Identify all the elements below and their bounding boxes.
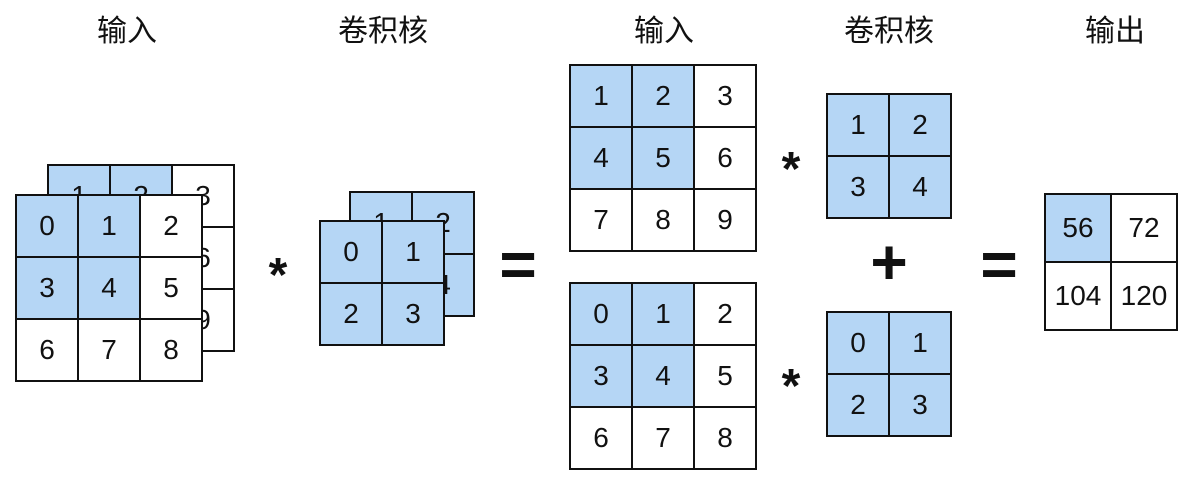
matrix-cell: 0 bbox=[828, 313, 888, 373]
matrix-cell: 1 bbox=[633, 284, 693, 344]
matrix-cell: 0 bbox=[321, 222, 381, 282]
matrix-cell: 1 bbox=[571, 66, 631, 126]
matrix-cell: 104 bbox=[1046, 263, 1110, 329]
matrix-cell: 7 bbox=[571, 190, 631, 250]
multiply-operator-top: * bbox=[781, 143, 801, 196]
matrix-cell: 2 bbox=[633, 66, 693, 126]
matrix-cell: 1 bbox=[383, 222, 443, 282]
matrix-cell: 2 bbox=[321, 284, 381, 344]
matrix-cell: 5 bbox=[141, 258, 201, 318]
matrix-cell: 4 bbox=[571, 128, 631, 188]
matrix-cell: 6 bbox=[695, 128, 755, 188]
label-output: 输出 bbox=[1085, 14, 1145, 49]
label-input-left: 输入 bbox=[97, 14, 157, 49]
matrix-cell: 56 bbox=[1046, 195, 1110, 261]
matrix-cell: 4 bbox=[633, 346, 693, 406]
matrix-cell: 1 bbox=[79, 196, 139, 256]
matrix-cell: 9 bbox=[695, 190, 755, 250]
matrix-cell: 8 bbox=[141, 320, 201, 380]
matrix-cell: 5 bbox=[695, 346, 755, 406]
matrix-cell: 7 bbox=[633, 408, 693, 468]
matrix-cell: 8 bbox=[633, 190, 693, 250]
label-input-mid: 输入 bbox=[634, 14, 694, 49]
multiply-operator-left: * bbox=[268, 249, 288, 302]
matrix-cell: 2 bbox=[828, 375, 888, 435]
matrix-cell: 8 bbox=[695, 408, 755, 468]
matrix-cell: 6 bbox=[571, 408, 631, 468]
matrix-cell: 3 bbox=[828, 157, 888, 217]
matrix-cell: 3 bbox=[383, 284, 443, 344]
matrix-cell: 2 bbox=[890, 95, 950, 155]
matrix-cell: 3 bbox=[695, 66, 755, 126]
matrix-cell: 72 bbox=[1112, 195, 1176, 261]
matrix-cell: 1 bbox=[828, 95, 888, 155]
matrix-cell: 7 bbox=[79, 320, 139, 380]
matrix-cell: 2 bbox=[141, 196, 201, 256]
label-kernel-left: 卷积核 bbox=[338, 14, 428, 49]
plus-operator: + bbox=[870, 226, 908, 298]
matrix-cell: 3 bbox=[17, 258, 77, 318]
matrix-cell: 0 bbox=[17, 196, 77, 256]
matrix-cell: 3 bbox=[890, 375, 950, 435]
matrix-cell: 4 bbox=[79, 258, 139, 318]
label-kernel-mid: 卷积核 bbox=[844, 14, 934, 49]
matrix-cell: 0 bbox=[571, 284, 631, 344]
equals-operator-right: = bbox=[980, 228, 1018, 300]
matrix-cell: 1 bbox=[890, 313, 950, 373]
equals-operator-left: = bbox=[499, 228, 537, 300]
matrix-cell: 4 bbox=[890, 157, 950, 217]
matrix-cell: 5 bbox=[633, 128, 693, 188]
matrix-cell: 2 bbox=[695, 284, 755, 344]
multiply-operator-bottom: * bbox=[781, 360, 801, 413]
matrix-cell: 6 bbox=[17, 320, 77, 380]
matrix-cell: 3 bbox=[571, 346, 631, 406]
matrix-cell: 120 bbox=[1112, 263, 1176, 329]
